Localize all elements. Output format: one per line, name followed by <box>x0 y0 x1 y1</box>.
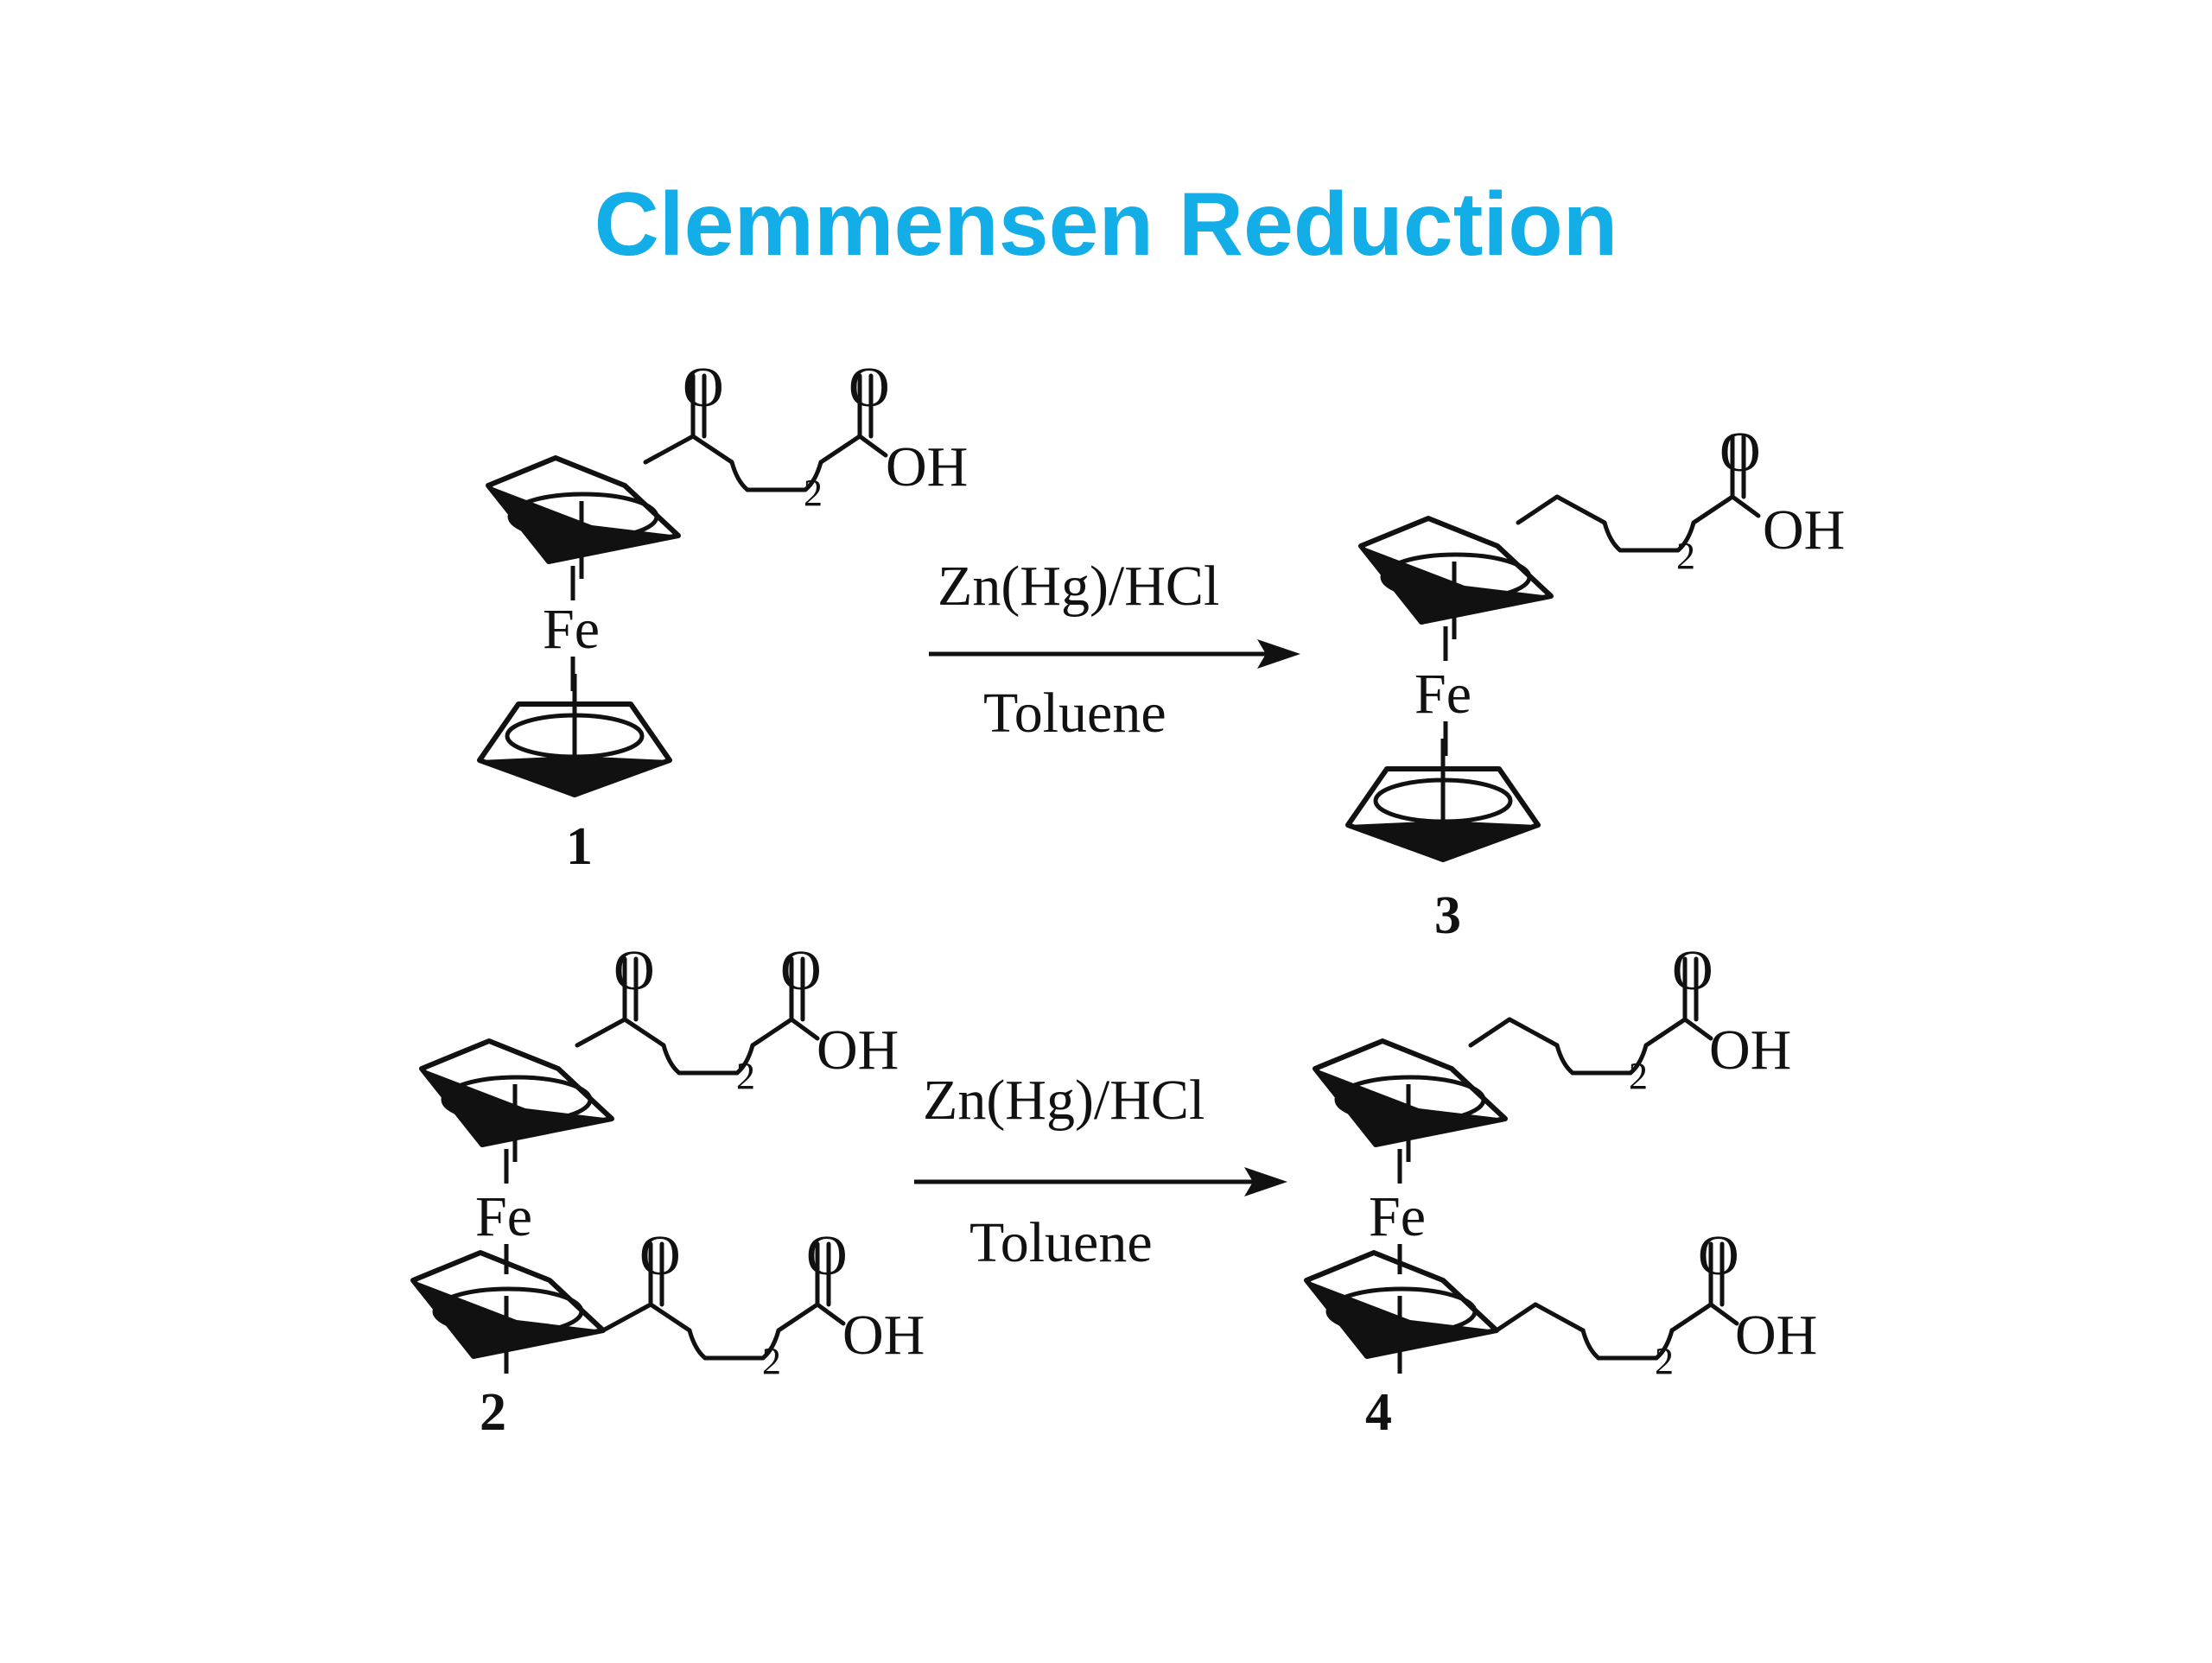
hydroxyl-label: OH <box>1735 1304 1817 1367</box>
subscript-label: 2 <box>736 1055 755 1097</box>
subscript-label: 2 <box>1676 535 1695 577</box>
oxygen-label: O <box>683 356 724 419</box>
oxygen-label: O <box>639 1224 681 1287</box>
oxygen-label: O <box>1672 939 1713 1002</box>
reaction-arrow-2: Zn(Hg)/HCl Toluene <box>914 1069 1287 1274</box>
compound-number: 1 <box>566 817 593 876</box>
reaction-arrow-1: Zn(Hg)/HCl Toluene <box>929 555 1300 745</box>
compound-4: Fe O 2 OH O 2 OH 4 <box>1306 939 1817 1442</box>
cyclopentadienyl-ring-top <box>1315 1041 1505 1162</box>
reagent-below: Toluene <box>983 682 1166 745</box>
arrow-head <box>1257 639 1300 669</box>
slide-title: Clemmensen Reduction <box>594 175 1618 275</box>
hydroxyl-label: OH <box>1763 498 1845 562</box>
subscript-label: 2 <box>762 1340 781 1382</box>
fe-label: Fe <box>1369 1185 1426 1248</box>
cyclopentadienyl-ring-top <box>488 458 678 579</box>
oxygen-label: O <box>1719 421 1761 484</box>
reagent-above: Zn(Hg)/HCl <box>923 1069 1205 1132</box>
subscript-label: 2 <box>804 472 823 514</box>
cyclopentadienyl-ring-top <box>422 1041 612 1162</box>
cyclopentadienyl-ring-bottom <box>1348 739 1538 860</box>
oxygen-label: O <box>1698 1224 1739 1287</box>
hydroxyl-label: OH <box>842 1304 925 1367</box>
hydroxyl-label: OH <box>1709 1019 1791 1082</box>
fe-label: Fe <box>475 1185 532 1248</box>
oxygen-label: O <box>849 356 890 419</box>
oxygen-label: O <box>613 939 655 1002</box>
oxygen-label: O <box>806 1224 848 1287</box>
arrow-head <box>1244 1167 1287 1196</box>
oxygen-label: O <box>780 939 822 1002</box>
fe-label: Fe <box>1414 663 1471 726</box>
cyclopentadienyl-ring-top <box>1361 518 1551 639</box>
hydroxyl-label: OH <box>817 1019 899 1082</box>
compound-2: Fe O O 2 OH O O 2 OH 2 <box>413 939 925 1442</box>
reagent-below: Toluene <box>969 1211 1153 1274</box>
compound-number: 4 <box>1365 1383 1392 1442</box>
hydroxyl-label: OH <box>886 435 968 498</box>
subscript-label: 2 <box>1655 1340 1674 1382</box>
subscript-label: 2 <box>1629 1055 1648 1097</box>
reagent-above: Zn(Hg)/HCl <box>938 555 1219 618</box>
compound-number: 3 <box>1434 886 1461 945</box>
fe-label: Fe <box>543 598 600 661</box>
cyclopentadienyl-ring-bottom <box>480 674 670 795</box>
compound-number: 2 <box>480 1383 506 1442</box>
compound-3: Fe O 2 OH 3 <box>1348 421 1845 945</box>
compound-1: Fe O O 2 OH 1 <box>480 356 968 876</box>
